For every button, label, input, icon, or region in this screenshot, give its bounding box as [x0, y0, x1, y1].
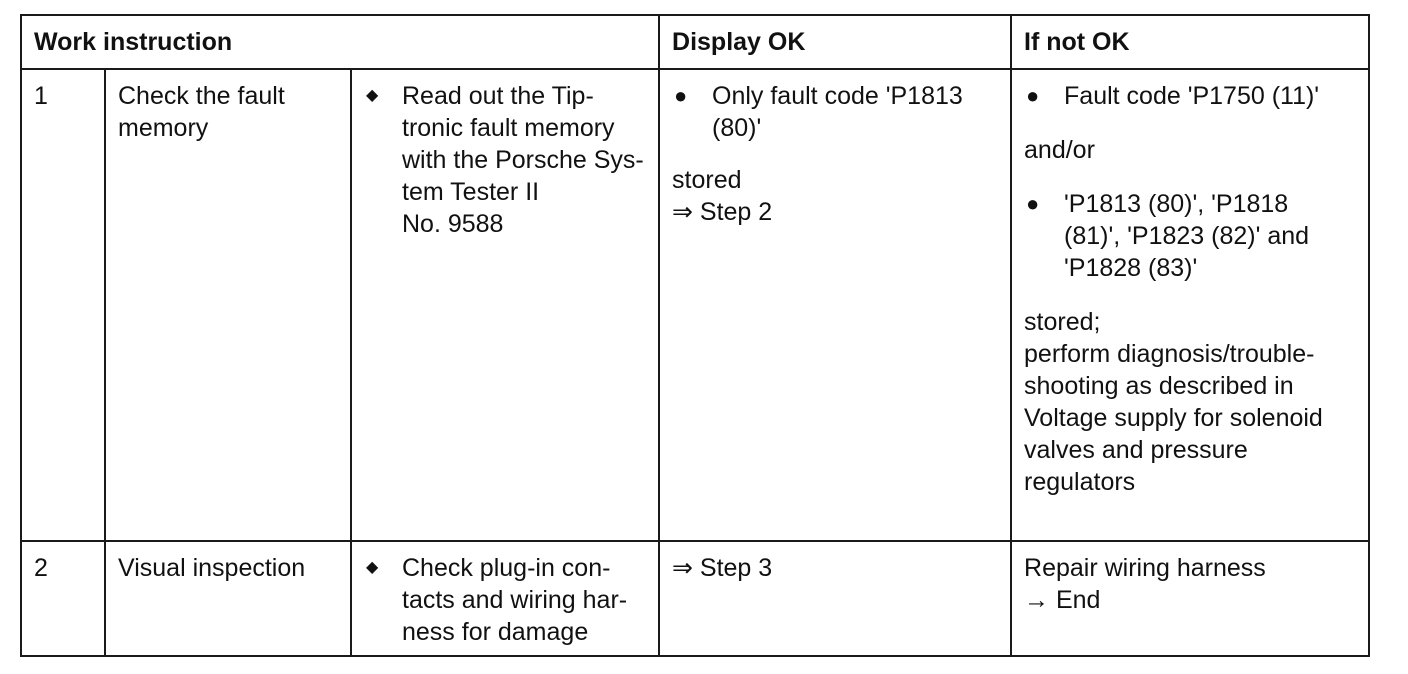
- list-item: ● Only fault code 'P1813 (80)': [672, 80, 1000, 144]
- step-title-cell: Visual inspection: [104, 540, 352, 657]
- end-link: → End: [1024, 586, 1101, 614]
- list-item: ◆ Read out the Tip- tronic fault memory …: [364, 80, 648, 240]
- fault-code-text: Fault code 'P1750 (11)': [1064, 82, 1320, 110]
- instruction-line: tem Tester II: [402, 178, 540, 206]
- if-not-ok-line: stored;: [1024, 308, 1101, 336]
- if-not-ok-line: regulators: [1024, 468, 1136, 496]
- header-work-instruction: Work instruction: [19, 14, 661, 70]
- instruction-line: No. 9588: [402, 210, 504, 238]
- step-number-cell: 2: [20, 540, 106, 657]
- if-not-ok-cell: Repair wiring harness → End: [1010, 540, 1371, 657]
- instruction-line: Check plug-in con-: [402, 554, 611, 582]
- display-ok-cell: ● Only fault code 'P1813 (80)' stored ⇒ …: [658, 68, 1013, 542]
- fault-code-line: 'P1828 (83)': [1064, 254, 1198, 282]
- instruction-line: with the Porsche Sys-: [402, 146, 644, 174]
- dot-bullet-icon: ●: [1026, 191, 1040, 216]
- step-title: Visual inspection: [118, 554, 306, 582]
- display-ok-line: stored: [672, 166, 742, 194]
- instruction-line: Read out the Tip-: [402, 82, 594, 110]
- if-not-ok-line: valves and pressure: [1024, 436, 1248, 464]
- step-number-cell: 1: [20, 68, 106, 542]
- if-not-ok-line: Repair wiring harness: [1024, 554, 1266, 582]
- instruction-line: ness for damage: [402, 618, 589, 646]
- display-ok-line: (80)': [712, 114, 762, 142]
- step-number: 1: [34, 82, 48, 110]
- if-not-ok-line: Voltage supply for solenoid: [1024, 404, 1323, 432]
- dot-bullet-icon: ●: [1026, 83, 1040, 108]
- diamond-bullet-icon: ◆: [366, 87, 379, 104]
- header-if-not-ok: If not OK: [1010, 14, 1371, 70]
- connector-text: and/or: [1024, 136, 1095, 164]
- step-link: ⇒ Step 2: [672, 198, 773, 226]
- step-number: 2: [34, 554, 48, 582]
- if-not-ok-line: shooting as described in: [1024, 372, 1294, 400]
- header-row: Work instruction Display OK If not OK: [19, 14, 1371, 70]
- instruction-cell: ◆ Check plug-in con- tacts and wiring ha…: [349, 540, 661, 657]
- step-title-cell: Check the fault memory: [104, 68, 352, 542]
- list-item: ● 'P1813 (80)', 'P1818 (81)', 'P1823 (82…: [1024, 188, 1358, 284]
- step-title: Check the fault memory: [118, 82, 285, 142]
- display-ok-cell: ⇒ Step 3: [658, 540, 1013, 657]
- instruction-line: tacts and wiring har-: [402, 586, 628, 614]
- instruction-cell: ◆ Read out the Tip- tronic fault memory …: [349, 68, 661, 542]
- work-instruction-table: Work instruction Display OK If not OK 1 …: [19, 14, 1371, 657]
- fault-code-line: (81)', 'P1823 (82)' and: [1064, 222, 1310, 250]
- fault-code-line: 'P1813 (80)', 'P1818: [1064, 190, 1289, 218]
- table-row: 1 Check the fault memory ◆ Read out the …: [20, 68, 1371, 542]
- instruction-line: tronic fault memory: [402, 114, 615, 142]
- diamond-bullet-icon: ◆: [366, 559, 379, 576]
- if-not-ok-cell: ● Fault code 'P1750 (11)' and/or ● 'P181…: [1010, 68, 1371, 542]
- header-display-ok: Display OK: [658, 14, 1013, 70]
- list-item: ● Fault code 'P1750 (11)': [1024, 80, 1358, 112]
- table-row: 2 Visual inspection ◆ Check plug-in con-…: [20, 540, 1371, 657]
- if-not-ok-line: perform diagnosis/trouble-: [1024, 340, 1315, 368]
- display-ok-line: Only fault code 'P1813: [712, 82, 963, 110]
- step-link: ⇒ Step 3: [672, 554, 773, 582]
- dot-bullet-icon: ●: [674, 83, 688, 108]
- list-item: ◆ Check plug-in con- tacts and wiring ha…: [364, 552, 648, 648]
